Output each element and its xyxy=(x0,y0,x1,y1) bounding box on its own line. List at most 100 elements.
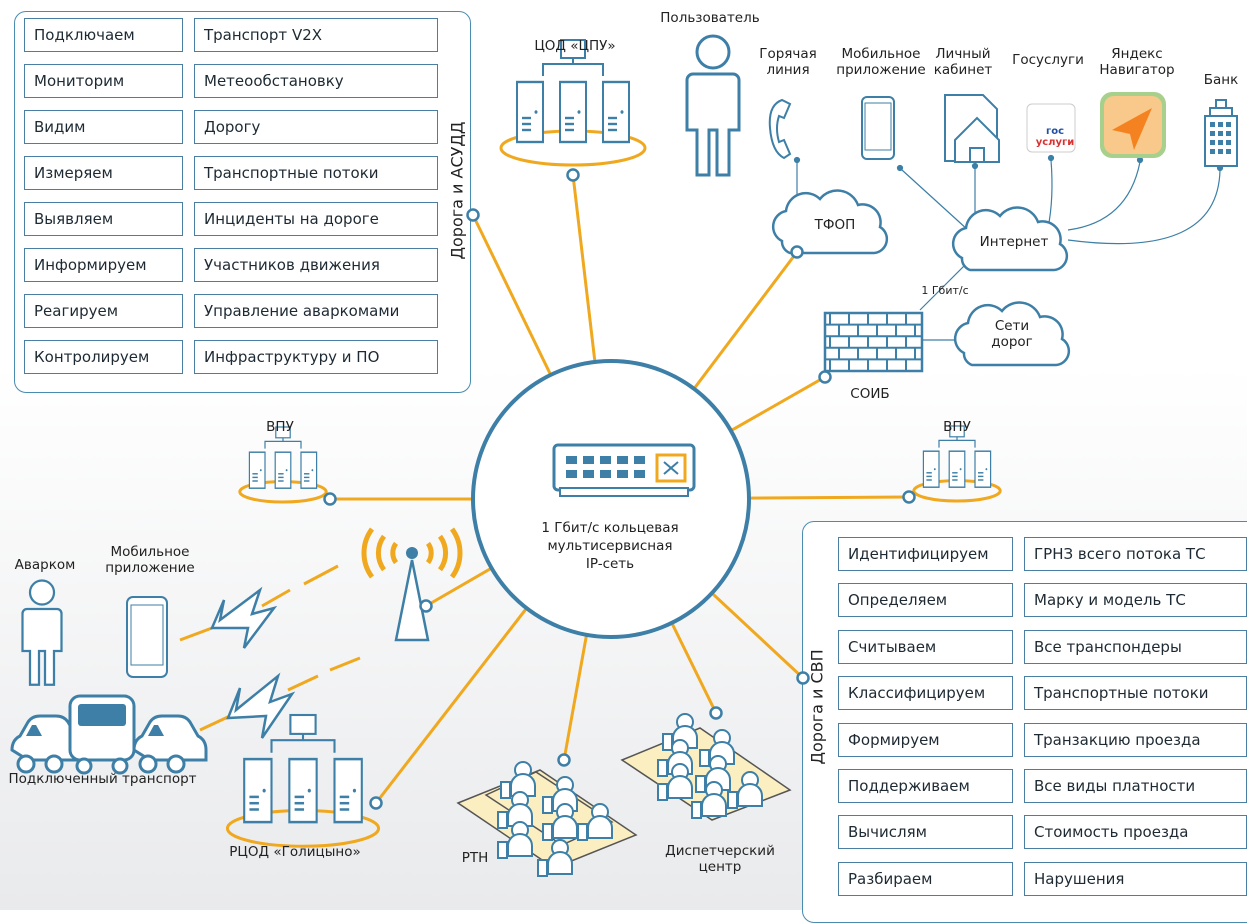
cabinet-house-icon xyxy=(954,116,1000,163)
hub-ring xyxy=(471,359,751,639)
svp-row-object-3: Транспортные потоки xyxy=(1024,676,1247,711)
rcod-servers-server xyxy=(288,757,318,824)
switch-port xyxy=(583,456,594,464)
link-arrowhead xyxy=(793,156,801,164)
internet-to-gosuslugi xyxy=(1047,159,1053,229)
asudd-row-object-1: Метеообстановку xyxy=(194,64,438,98)
svp-row-object-6: Стоимость проезда xyxy=(1024,815,1247,850)
radio-wave-left xyxy=(375,534,387,572)
svp-row-object-0: ГРНЗ всего потока ТС xyxy=(1024,537,1247,571)
node-cod xyxy=(566,168,580,182)
bank-window xyxy=(1218,140,1223,145)
cod-cpu-servers-server xyxy=(558,80,588,144)
wireless-link-upper-bolt-icon xyxy=(210,586,278,649)
internet-to-mobile xyxy=(901,169,969,231)
rcod-servers-top xyxy=(289,713,317,735)
wireless-link-lower-seg xyxy=(287,656,361,692)
asudd-row-object-4: Инциденты на дороге xyxy=(194,202,438,236)
car-right-icon-wheel xyxy=(166,754,186,774)
node-tower xyxy=(419,599,433,613)
link-arrowhead xyxy=(1136,156,1144,164)
node-rtn xyxy=(557,753,571,767)
vpu-right-servers xyxy=(912,425,1002,503)
node-tfop xyxy=(790,245,804,259)
switch-base xyxy=(559,487,689,497)
asudd-row-action-2: Видим xyxy=(24,110,183,144)
radio-wave-left xyxy=(390,541,399,565)
svp-row-action-4: Формируем xyxy=(838,722,1013,757)
asudd-row-action-6: Реагируем xyxy=(24,294,183,328)
node-svp xyxy=(796,671,810,685)
rcod-servers-wires xyxy=(270,731,336,753)
vpu-right-label: ВПУ xyxy=(943,419,971,435)
wireless-link-upper-seg xyxy=(261,564,339,608)
node-rcod xyxy=(369,796,383,810)
wireless-link-lower-seg xyxy=(199,714,231,732)
gosuslugi-label: Госуслуги xyxy=(1012,52,1084,68)
switch-cross xyxy=(663,461,679,475)
soib-label: СОИБ xyxy=(850,386,890,402)
radio-tower-top xyxy=(406,547,418,559)
rcod-servers xyxy=(225,713,381,848)
svp-row-action-7: Разбираем xyxy=(838,861,1013,896)
cod-cpu-servers-top xyxy=(560,39,586,59)
internet-to-yandex xyxy=(1067,161,1141,231)
soib-firewall-icon xyxy=(823,311,924,373)
bank-roof xyxy=(1209,99,1233,117)
switch-port xyxy=(600,470,611,478)
hotline-phone-icon xyxy=(768,98,792,160)
radio-wave-left xyxy=(361,527,375,579)
bank-window xyxy=(1218,149,1223,154)
vpu-right-servers-server xyxy=(974,450,992,488)
bank-window xyxy=(1226,149,1231,154)
bus-wheel xyxy=(75,757,93,775)
bank-window xyxy=(1218,122,1223,127)
vpu-right-servers-server xyxy=(922,450,940,488)
svp-row-action-2: Считываем xyxy=(838,629,1013,664)
switch-port xyxy=(583,470,594,478)
svp-row-object-7: Нарушения xyxy=(1024,861,1247,896)
bank-window xyxy=(1226,131,1231,136)
car-right-icon xyxy=(132,714,208,774)
speed-label: 1 Гбит/с xyxy=(921,284,969,297)
vpu-right-servers-top xyxy=(949,425,965,438)
rtn-label: РТН xyxy=(461,850,489,866)
asudd-row-action-7: Контролируем xyxy=(24,340,183,374)
car-right-icon-wheel xyxy=(138,754,158,774)
switch-port xyxy=(600,456,611,464)
asudd-row-object-6: Управление аваркомами xyxy=(194,294,438,328)
asudd-row-object-2: Дорогу xyxy=(194,110,438,144)
svp-row-action-5: Поддерживаем xyxy=(838,769,1013,803)
car-right-icon-window xyxy=(148,725,164,736)
cod-cpu-servers-server xyxy=(601,80,631,144)
radio-wave-right xyxy=(425,541,434,565)
svp-row-action-3: Классифицируем xyxy=(838,676,1013,711)
cod-cpu-servers xyxy=(499,39,647,167)
svp-row-action-0: Идентифицируем xyxy=(838,537,1013,571)
vpu-left-label: ВПУ xyxy=(266,419,294,435)
car-left-icon-window xyxy=(26,725,42,736)
node-vpu-left xyxy=(323,492,337,506)
svp-row-object-1: Марку и модель ТС xyxy=(1024,583,1247,618)
asudd-row-object-0: Транспорт V2X xyxy=(194,18,438,52)
switch-port xyxy=(617,456,628,464)
connected-transport-label: Подключенный транспорт xyxy=(8,771,197,787)
asudd-row-object-7: Инфраструктуру и ПО xyxy=(194,340,438,374)
node-asudd xyxy=(466,208,480,222)
avarkom-label: Аварком xyxy=(14,557,76,573)
bank-window xyxy=(1210,131,1215,136)
rcod-servers-server xyxy=(333,757,364,824)
link-arrowhead xyxy=(971,162,979,170)
bank-window xyxy=(1226,122,1231,127)
bank-window xyxy=(1210,149,1215,154)
cod-cpu-label: ЦОД «ЦПУ» xyxy=(534,38,616,54)
car-left-icon-wheel xyxy=(44,754,64,774)
asudd-row-action-0: Подключаем xyxy=(24,18,183,52)
